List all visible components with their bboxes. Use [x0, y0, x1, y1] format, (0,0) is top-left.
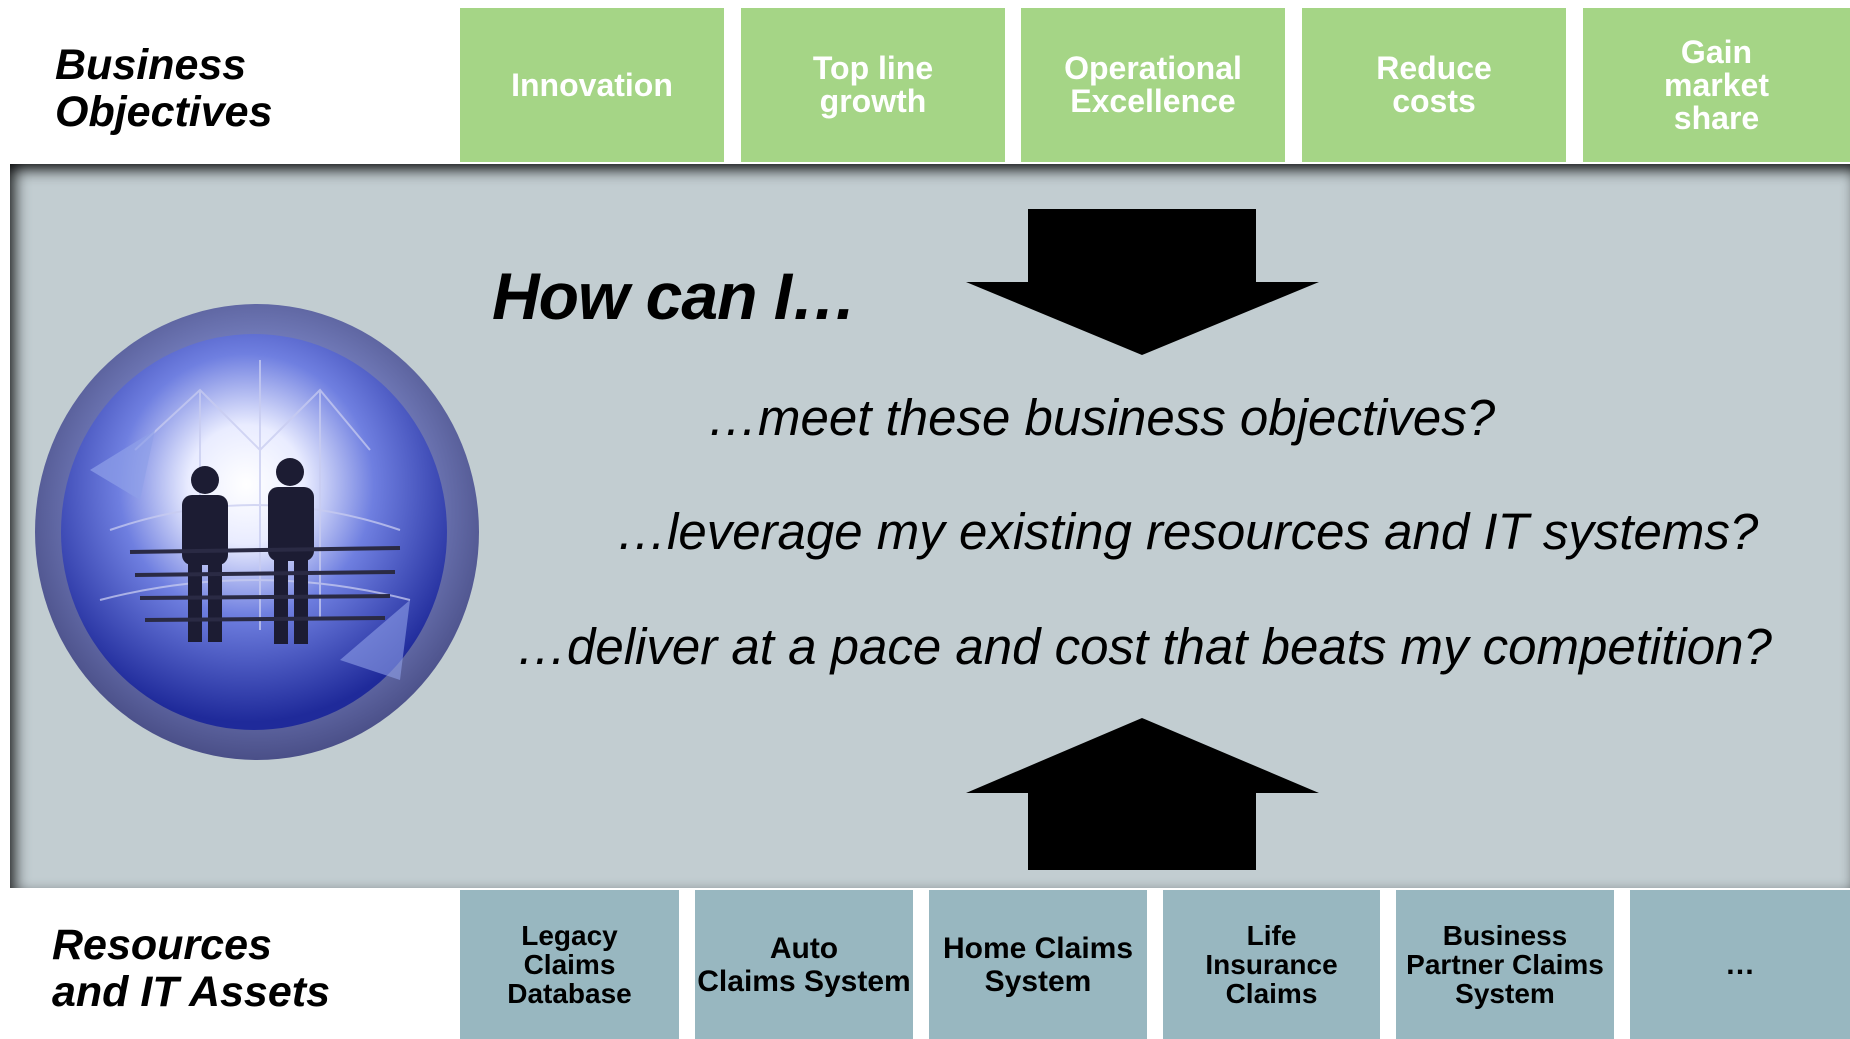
- resource-life-insurance-claims: Life Insurance Claims: [1163, 890, 1380, 1039]
- objective-operational-excellence: Operational Excellence: [1021, 8, 1285, 162]
- resources-label-line-1: Resources: [52, 921, 272, 969]
- resource-more: …: [1630, 890, 1850, 1039]
- resource-home-claims-system: Home Claims System: [929, 890, 1147, 1039]
- objective-innovation: Innovation: [460, 8, 724, 162]
- question-deliver-pace-cost: …deliver at a pace and cost that beats m…: [516, 618, 1772, 675]
- question-meet-objectives: …meet these business objectives?: [707, 389, 1496, 446]
- business-objectives-label-line-2: Objectives: [55, 88, 273, 136]
- business-objectives-label-line-1: Business: [55, 41, 247, 89]
- up-arrow: [966, 718, 1319, 870]
- objective-reduce-costs: Reduce costs: [1302, 8, 1566, 162]
- resource-legacy-claims-database: Legacy Claims Database: [460, 890, 679, 1039]
- down-arrow: [966, 209, 1319, 355]
- business-objectives-label: Business Objectives: [55, 42, 273, 136]
- question-leverage-resources: …leverage my existing resources and IT s…: [616, 503, 1759, 560]
- globe-people-icon: [35, 304, 479, 760]
- objective-top-line-growth: Top line growth: [741, 8, 1005, 162]
- resource-auto-claims-system: Auto Claims System: [695, 890, 913, 1039]
- objective-gain-market-share: Gain market share: [1583, 8, 1850, 162]
- how-can-i-heading: How can I…: [492, 259, 857, 333]
- resources-label: Resources and IT Assets: [52, 922, 330, 1016]
- resource-business-partner-claims-system: Business Partner Claims System: [1396, 890, 1614, 1039]
- resources-label-line-2: and IT Assets: [52, 968, 330, 1016]
